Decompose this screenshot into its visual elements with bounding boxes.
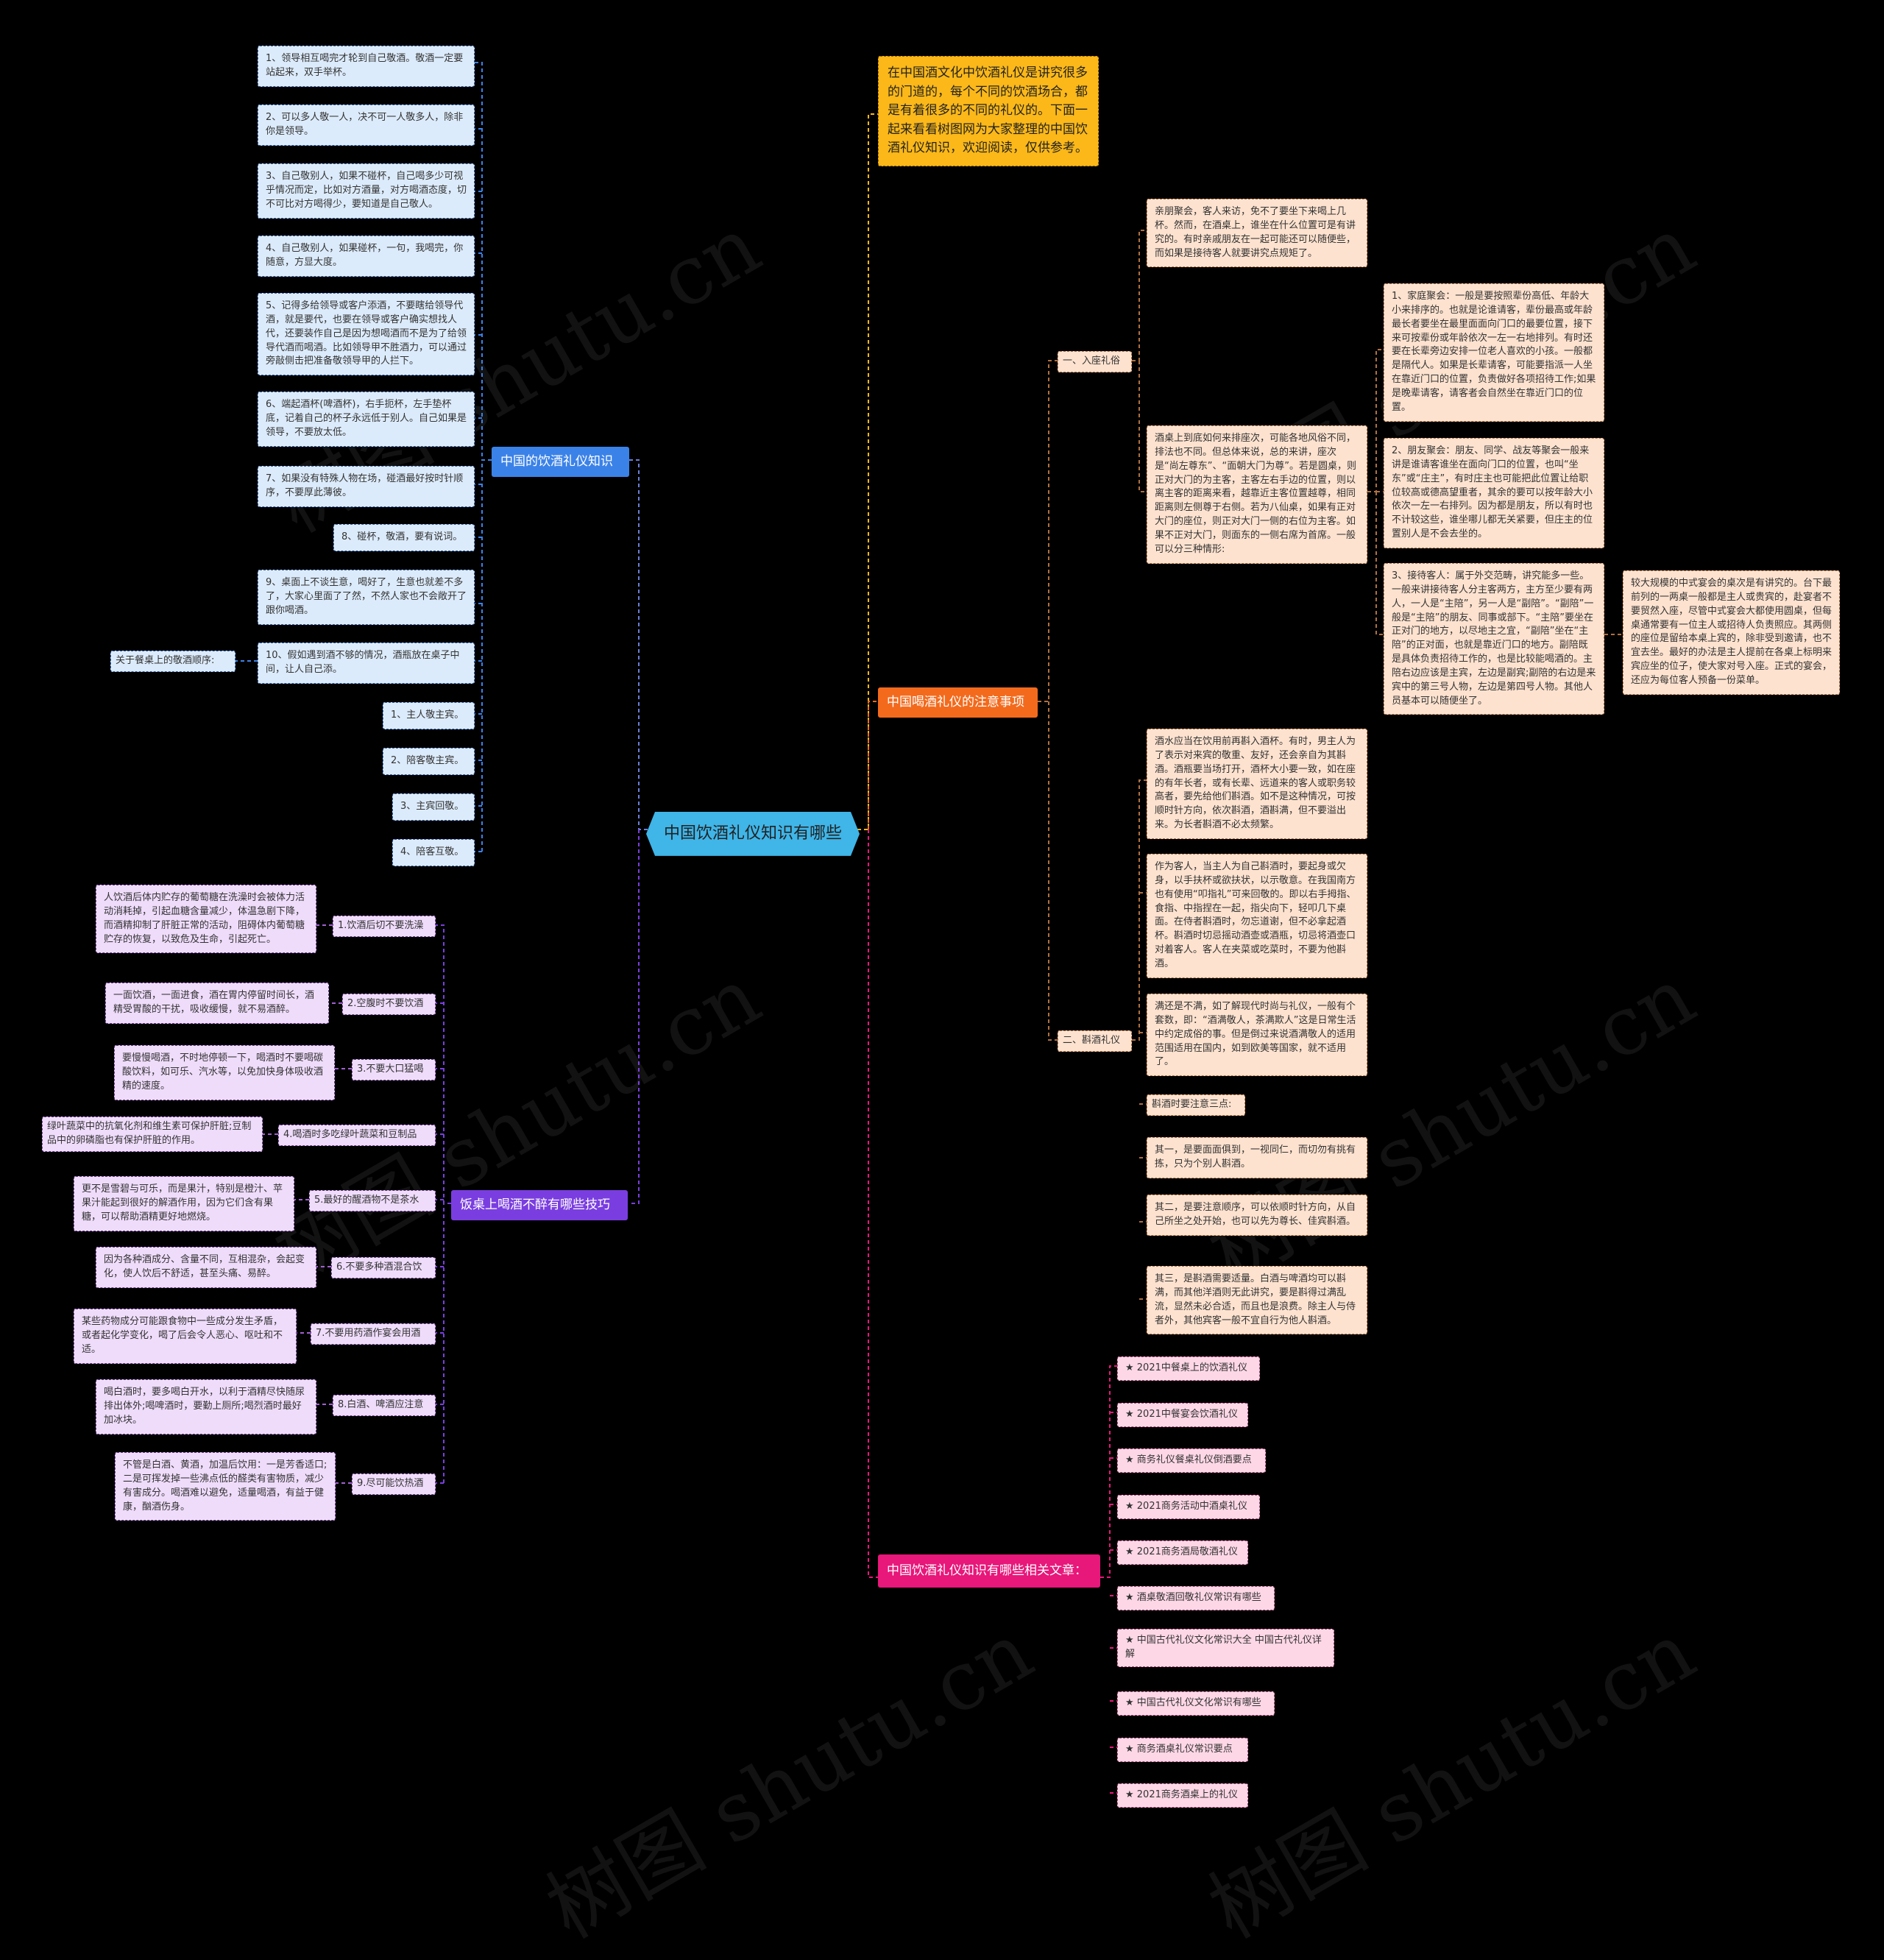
list-item: 5、记得多给领导或客户添酒，不要瞎给领导代酒，就是要代，也要在领导或客户确实想找…	[258, 293, 475, 376]
pouring-para: 满还是不满，如了解现代时尚与礼仪，一般有个套数，即：“酒满敬人，茶满欺人”这是日…	[1147, 994, 1367, 1077]
pouring-para: 其二，是要注意顺序，可以依顺时针方向，从自己所坐之处开始，也可以先为尊长、佳宾斟…	[1147, 1195, 1367, 1236]
pouring-para: 作为客人，当主人为自己斟酒时，要起身或欠身，以手扶杯或欲扶状，以示敬意。在我国南…	[1147, 854, 1367, 978]
list-item: 1、领导相互喝完才轮到自己敬酒。敬酒一定要站起来，双手举杯。	[258, 46, 475, 87]
list-item: 1、主人敬主宾。	[383, 702, 475, 729]
tip-label[interactable]: 8.白酒、啤酒应注意	[333, 1395, 436, 1416]
list-item: 4、陪客互敬。	[392, 839, 475, 866]
pouring-para: 斟酒时要注意三点:	[1147, 1094, 1245, 1116]
related-article-link[interactable]: ★ 商务礼仪餐桌礼仪倒酒要点	[1117, 1448, 1266, 1473]
list-item: 7、如果没有特殊人物在场，碰酒最好按时针顺序，不要厚此薄彼。	[258, 466, 475, 507]
tip-detail: 人饮酒后体内贮存的葡萄糖在洗澡时会被体力活动消耗掉，引起血糖含量减少，体温急剧下…	[96, 885, 316, 954]
branch-not-drunk-tips[interactable]: 饭桌上喝酒不醉有哪些技巧	[451, 1190, 628, 1220]
list-item: 3、自己敬别人，如果不碰杯，自己喝多少可视乎情况而定，比如对方酒量，对方喝酒态度…	[258, 163, 475, 219]
seating-case-family: 1、家庭聚会：一般是要按照辈份高低、年龄大小来排序的。也就是论谁请客，辈份最高或…	[1384, 283, 1604, 422]
related-article-link[interactable]: ★ 2021中餐宴会饮酒礼仪	[1117, 1403, 1248, 1427]
seating-rules: 酒桌上到底如何来排座次，可能各地风俗不同，排法也不同。但总体来说，总的来讲，座次…	[1147, 425, 1367, 564]
related-article-link[interactable]: ★ 2021商务酒局敬酒礼仪	[1117, 1540, 1248, 1565]
sub-seating-etiquette[interactable]: 一、入座礼俗	[1058, 351, 1132, 372]
seating-case-guests: 3、接待客人：属于外交范畴，讲究能多一些。一般来讲接待客人分主客两方，主方至少要…	[1384, 563, 1604, 715]
tip-detail: 某些药物成分可能跟食物中一些成分发生矛盾，或者起化学变化，喝了后会令人恶心、呕吐…	[74, 1309, 297, 1364]
sub-pouring-etiquette[interactable]: 二、斟酒礼仪	[1058, 1030, 1132, 1052]
tip-detail: 更不是雪碧与可乐，而是果汁，特别是橙汁、苹果汁能起到很好的解酒作用，因为它们含有…	[74, 1176, 294, 1231]
intro-text: 在中国酒文化中饮酒礼仪是讲究很多的门道的，每个不同的饮酒场合，都是有着很多的不同…	[878, 56, 1099, 166]
pouring-para: 其三，是斟酒需要适量。白酒与啤酒均可以斟满，而其他洋酒则无此讲究，要是斟得过满乱…	[1147, 1266, 1367, 1335]
tip-detail: 喝白酒时，要多喝白开水，以利于酒精尽快随尿排出体外;喝啤酒时，要勤上厕所;喝烈酒…	[96, 1379, 316, 1434]
list-item: 4、自己敬别人，如果碰杯，一句，我喝完，你随意，方显大度。	[258, 236, 475, 277]
related-article-link[interactable]: ★ 2021商务酒桌上的礼仪	[1117, 1783, 1248, 1808]
connector-lines	[236, 62, 1623, 1794]
related-article-link[interactable]: ★ 商务酒桌礼仪常识要点	[1117, 1738, 1248, 1762]
list-item: 10、假如遇到酒不够的情况，酒瓶放在桌子中间，让人自己添。	[258, 643, 475, 684]
branch-drinking-etiquette-notes[interactable]: 中国喝酒礼仪的注意事项	[878, 687, 1038, 718]
branch-drinking-etiquette-knowledge[interactable]: 中国的饮酒礼仪知识	[492, 447, 629, 477]
related-article-link[interactable]: ★ 中国古代礼仪文化常识有哪些	[1117, 1691, 1275, 1716]
tip-detail: 一面饮酒，一面进食，酒在胃内停留时间长，酒精受胃酸的干扰，吸收缓慢，就不易酒醉。	[105, 983, 329, 1024]
list-item: 3、主宾回敬。	[392, 793, 475, 821]
seating-note: 较大规模的中式宴会的桌次是有讲究的。台下最前列的一两桌一般都是主人或贵宾的，赴宴…	[1623, 570, 1840, 695]
pouring-para: 酒水应当在饮用前再斟入酒杯。有时，男主人为了表示对来宾的敬重、友好，还会亲自为其…	[1147, 729, 1367, 839]
tip-label[interactable]: 5.最好的醒酒物不是茶水	[309, 1190, 436, 1211]
seating-case-friends: 2、朋友聚会：朋友、同学、战友等聚会一般来讲是谁请客谁坐在面向门口的位置，也叫“…	[1384, 438, 1604, 548]
branch-related-articles[interactable]: 中国饮酒礼仪知识有哪些相关文章：	[878, 1554, 1100, 1588]
list-item: 8、碰杯，敬酒，要有说词。	[333, 524, 475, 551]
tip-label[interactable]: 9.尽可能饮热酒	[352, 1473, 436, 1495]
list-item: 2、可以多人敬一人，决不可一人敬多人，除非你是领导。	[258, 105, 475, 146]
tip-label[interactable]: 6.不要多种酒混合饮	[331, 1257, 436, 1278]
tip-label[interactable]: 4.喝酒时多吃绿叶蔬菜和豆制品	[278, 1125, 436, 1146]
pouring-para: 其一，是要面面俱到，一视同仁，而切勿有挑有拣，只为个别人斟酒。	[1147, 1137, 1367, 1178]
list-item: 9、桌面上不谈生意，喝好了，生意也就差不多了，大家心里面了了然，不然人家也不会敞…	[258, 570, 475, 625]
list-item: 6、端起酒杯(啤酒杯)，右手扼杯，左手垫杯底，记着自己的杯子永远低于别人。自己如…	[258, 392, 475, 447]
tip-label[interactable]: 1.饮酒后切不要洗澡	[333, 916, 436, 937]
central-topic[interactable]: 中国饮酒礼仪知识有哪些	[646, 812, 860, 856]
tip-detail: 不管是白酒、黄酒，加温后饮用：一是芳香适口;二是可挥发掉一些沸点低的醛类有害物质…	[115, 1452, 336, 1521]
related-article-link[interactable]: ★ 2021中餐桌上的饮酒礼仪	[1117, 1356, 1260, 1381]
tip-detail: 绿叶蔬菜中的抗氧化剂和维生素可保护肝脏;豆制品中的卵磷脂也有保护肝脏的作用。	[42, 1117, 263, 1152]
seating-intro: 亲朋聚会，客人来访，免不了要坐下来喝上几杯。然而，在酒桌上，谁坐在什么位置可是有…	[1147, 199, 1367, 268]
tip-detail: 因为各种酒成分、含量不同，互相混杂，会起变化，使人饮后不舒适，甚至头痛、易醉。	[96, 1247, 316, 1288]
order-label: 关于餐桌上的敬酒顺序:	[110, 651, 236, 672]
related-article-link[interactable]: ★ 中国古代礼仪文化常识大全 中国古代礼仪详解	[1117, 1629, 1334, 1667]
related-article-link[interactable]: ★ 酒桌敬酒回敬礼仪常识有哪些	[1117, 1586, 1275, 1610]
list-item: 2、陪客敬主宾。	[383, 748, 475, 775]
tip-label[interactable]: 7.不要用药酒作宴会用酒	[311, 1323, 436, 1345]
tip-detail: 要慢慢喝酒，不时地停顿一下，喝酒时不要喝碳酸饮料，如可乐、汽水等，以免加快身体吸…	[114, 1045, 335, 1100]
related-article-link[interactable]: ★ 2021商务活动中酒桌礼仪	[1117, 1495, 1260, 1519]
tip-label[interactable]: 3.不要大口猛喝	[352, 1059, 436, 1080]
tip-label[interactable]: 2.空腹时不要饮酒	[342, 994, 436, 1015]
